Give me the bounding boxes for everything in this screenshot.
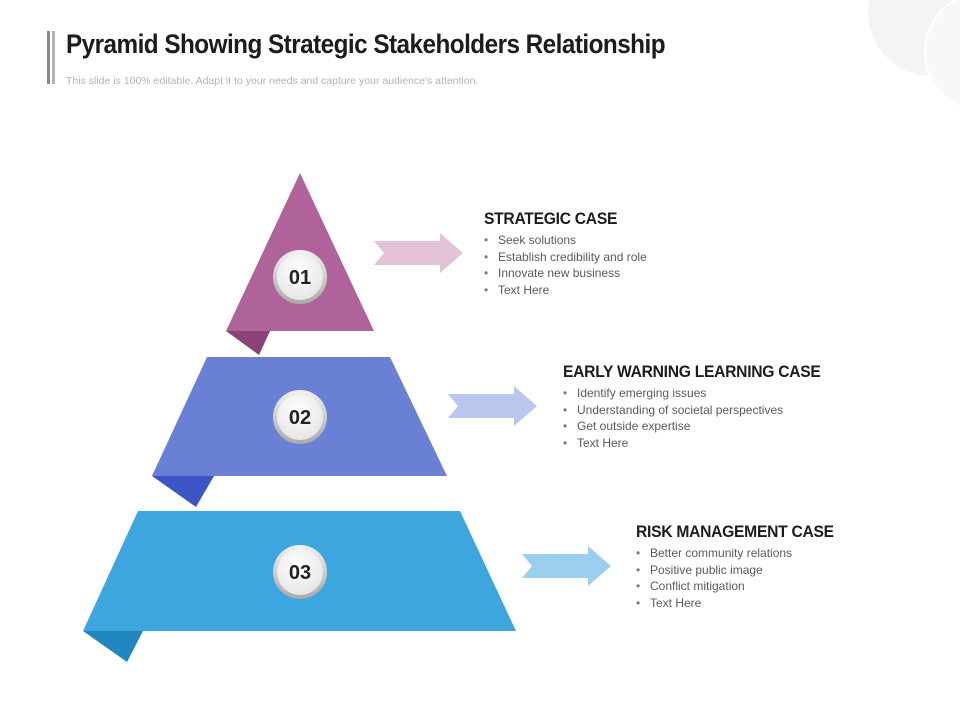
tier-1-bullet-list: • Seek solutions • Establish credibility a… xyxy=(484,232,647,299)
bullet-icon: • xyxy=(484,266,489,281)
page-subtitle: This slide is 100% editable. Adapt it to… xyxy=(66,75,479,87)
tier-1-number: 01 xyxy=(289,267,311,289)
bullet-icon: • xyxy=(636,546,641,560)
badge-face xyxy=(277,254,323,300)
badge-face xyxy=(277,394,323,440)
list-item: • Understanding of societal perspectives xyxy=(563,402,843,419)
title-accent-bar xyxy=(52,31,55,84)
bullet-text: Text Here xyxy=(498,283,550,298)
list-item: • Text Here xyxy=(484,282,647,299)
tier-2-number: 02 xyxy=(289,407,311,429)
risk-management-case-block: RISK MANAGEMENT CASE • Better community r… xyxy=(636,522,851,612)
bullet-text: Conflict mitigation xyxy=(650,579,745,594)
list-item: • Innovate new business xyxy=(484,265,647,282)
tier-3-arrow xyxy=(522,546,611,586)
bullet-text: Get outside expertise xyxy=(577,419,691,434)
list-item: • Text Here xyxy=(636,595,851,612)
tier-2-heading: EARLY WARNING LEARNING CASE xyxy=(563,362,821,381)
list-item: • Conflict mitigation xyxy=(636,578,851,595)
tier-1-heading: STRATEGIC CASE xyxy=(484,209,618,228)
bullet-text: Understanding of societal perspectives xyxy=(577,402,784,417)
bullet-icon: • xyxy=(484,283,489,298)
bullet-icon: • xyxy=(484,249,489,264)
bullet-icon: • xyxy=(636,596,641,611)
list-item: • Get outside expertise xyxy=(563,418,843,435)
tier-3-fold xyxy=(83,631,143,662)
page-title: Pyramid Showing Strategic Stakeholders R… xyxy=(66,29,666,59)
bullet-text: Identify emerging issues xyxy=(577,386,707,400)
early-warning-learning-case-block: EARLY WARNING LEARNING CASE • Identify em… xyxy=(563,362,843,452)
list-item: • Positive public image xyxy=(636,562,851,579)
bullet-text: Positive public image xyxy=(650,562,763,577)
list-item: • Better community relations xyxy=(636,545,851,562)
bullet-icon: • xyxy=(484,233,489,247)
bullet-icon: • xyxy=(563,419,568,434)
bullet-icon: • xyxy=(563,402,568,417)
bullet-text: Innovate new business xyxy=(498,266,621,281)
tier-3-number: 03 xyxy=(289,562,311,584)
bullet-text: Text Here xyxy=(577,436,629,451)
bullet-text: Establish credibility and role xyxy=(498,249,647,264)
badge-face xyxy=(277,549,323,595)
tier-3-bullet-list: • Better community relations • Positive pu… xyxy=(636,545,851,612)
bullet-text: Text Here xyxy=(650,596,702,611)
strategic-case-block: STRATEGIC CASE • Seek solutions • Establis… xyxy=(484,209,647,299)
bullet-text: Better community relations xyxy=(650,546,793,560)
bullet-icon: • xyxy=(636,562,641,577)
list-item: • Text Here xyxy=(563,435,843,452)
tier-1-fold xyxy=(226,331,270,355)
tier-2-arrow xyxy=(448,386,537,426)
tier-2-fold xyxy=(152,476,214,507)
tier-3-heading: RISK MANAGEMENT CASE xyxy=(636,522,834,541)
pyramid-tier-2: 02 xyxy=(152,357,537,507)
bullet-icon: • xyxy=(563,386,568,400)
bullet-icon: • xyxy=(636,579,641,594)
bullet-icon: • xyxy=(563,436,568,451)
title-accent-bar xyxy=(47,31,50,84)
bullet-text: Seek solutions xyxy=(498,233,577,247)
tier-1-arrow xyxy=(374,233,463,273)
pyramid-tier-3: 03 xyxy=(83,511,611,662)
list-item: • Identify emerging issues xyxy=(563,385,843,402)
list-item: • Seek solutions xyxy=(484,232,647,249)
tier-2-bullet-list: • Identify emerging issues • Understanding… xyxy=(563,385,843,452)
list-item: • Establish credibility and role xyxy=(484,249,647,266)
pyramid-tier-1: 01 xyxy=(226,173,463,355)
